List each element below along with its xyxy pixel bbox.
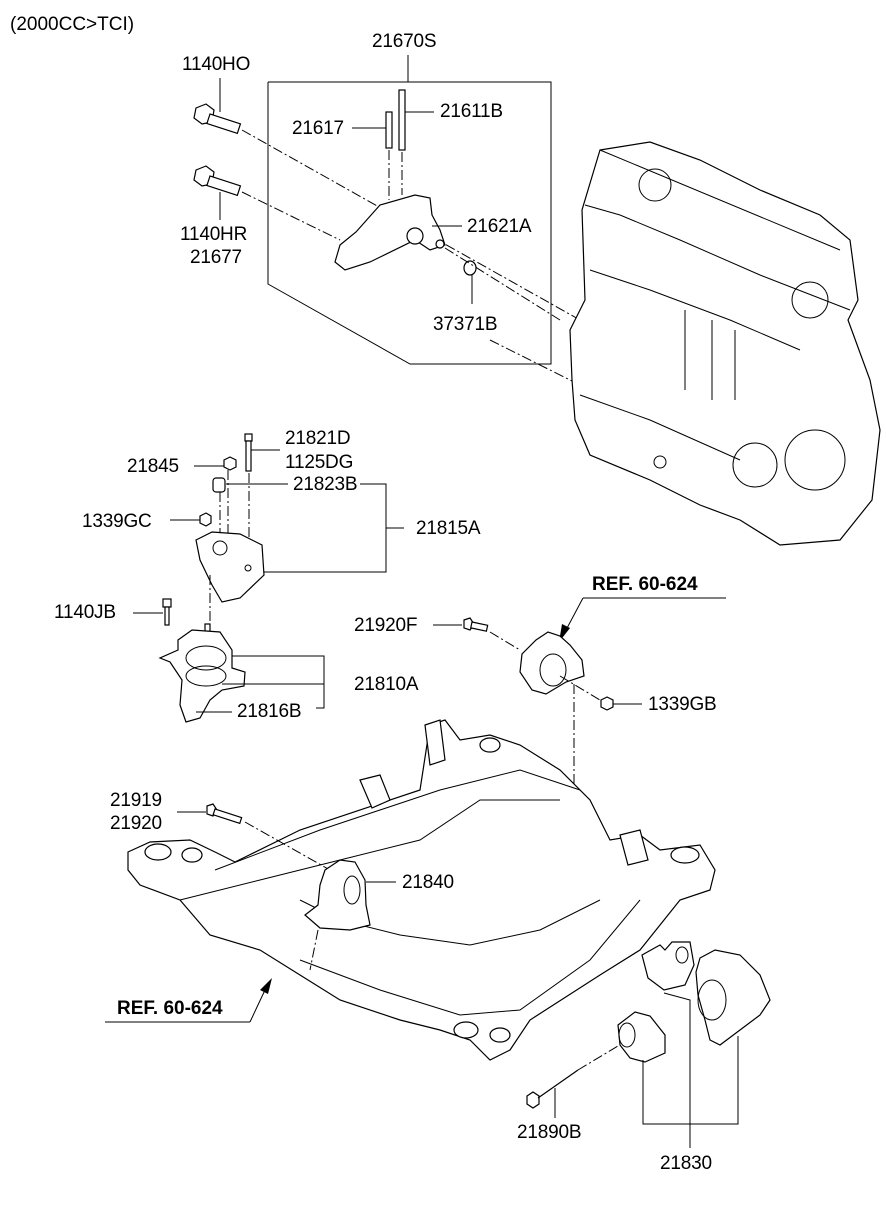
ref-upper[interactable]: REF. 60-624 xyxy=(592,574,698,595)
roll-rod-mount-21840[interactable] xyxy=(304,859,396,971)
nut-1339gb[interactable] xyxy=(600,696,642,711)
label-37371b: 37371B xyxy=(433,314,498,335)
group-box-21670s xyxy=(267,55,552,365)
label-21617: 21617 xyxy=(292,118,344,139)
nut-1339gc[interactable] xyxy=(170,512,212,527)
front-subframe xyxy=(127,719,716,1061)
bracket-21815a[interactable] xyxy=(195,531,265,628)
label-21611b: 21611B xyxy=(440,101,503,122)
stud-21611b[interactable] xyxy=(398,89,434,195)
engine-assembly xyxy=(569,141,881,546)
transmission-mount[interactable] xyxy=(519,631,601,800)
bushing-21823b[interactable] xyxy=(212,477,404,573)
bolt-21890b[interactable] xyxy=(526,1045,619,1118)
label-21920: 21920 xyxy=(110,813,162,834)
ref-lower-leader xyxy=(105,978,272,1023)
ref-upper-leader xyxy=(559,597,726,642)
label-21677: 21677 xyxy=(190,247,242,268)
label-21810a: 21810A xyxy=(354,674,419,695)
label-21670s: 21670S xyxy=(372,31,437,52)
diagram-title: (2000CC>TCI) xyxy=(10,14,135,35)
label-21821d: 21821D xyxy=(285,428,351,449)
label-1140ho: 1140HO xyxy=(182,54,251,75)
label-1140jb: 1140JB xyxy=(54,602,116,623)
label-21840: 21840 xyxy=(402,872,454,893)
label-1339gc: 1339GC xyxy=(82,511,152,532)
label-21845: 21845 xyxy=(127,456,179,477)
label-21815a: 21815A xyxy=(416,518,481,539)
bolt-21920f[interactable] xyxy=(433,617,521,651)
label-1125dg: 1125DG xyxy=(285,452,354,473)
washer-37371b[interactable] xyxy=(444,247,581,386)
bracket-21621a[interactable] xyxy=(334,194,462,271)
bolt-1140hr[interactable] xyxy=(193,165,341,241)
rear-roll-stopper-21830[interactable] xyxy=(617,941,771,1148)
label-21920f: 21920F xyxy=(354,615,418,636)
label-21621a: 21621A xyxy=(467,216,532,237)
mount-21810a[interactable] xyxy=(158,623,325,723)
label-21919: 21919 xyxy=(110,790,162,811)
bolt-21919[interactable] xyxy=(177,803,331,871)
bolt-1140jb[interactable] xyxy=(133,598,172,626)
ref-lower[interactable]: REF. 60-624 xyxy=(117,998,223,1019)
label-1339gb: 1339GB xyxy=(648,694,717,715)
label-21823b: 21823B xyxy=(293,474,358,495)
label-1140hr: 1140HR xyxy=(180,224,248,245)
stud-21617[interactable] xyxy=(352,111,393,200)
label-21816b: 21816B xyxy=(237,701,302,722)
label-21890b: 21890B xyxy=(517,1122,582,1143)
label-21830: 21830 xyxy=(660,1153,712,1174)
bolt-21821d[interactable] xyxy=(244,433,280,565)
